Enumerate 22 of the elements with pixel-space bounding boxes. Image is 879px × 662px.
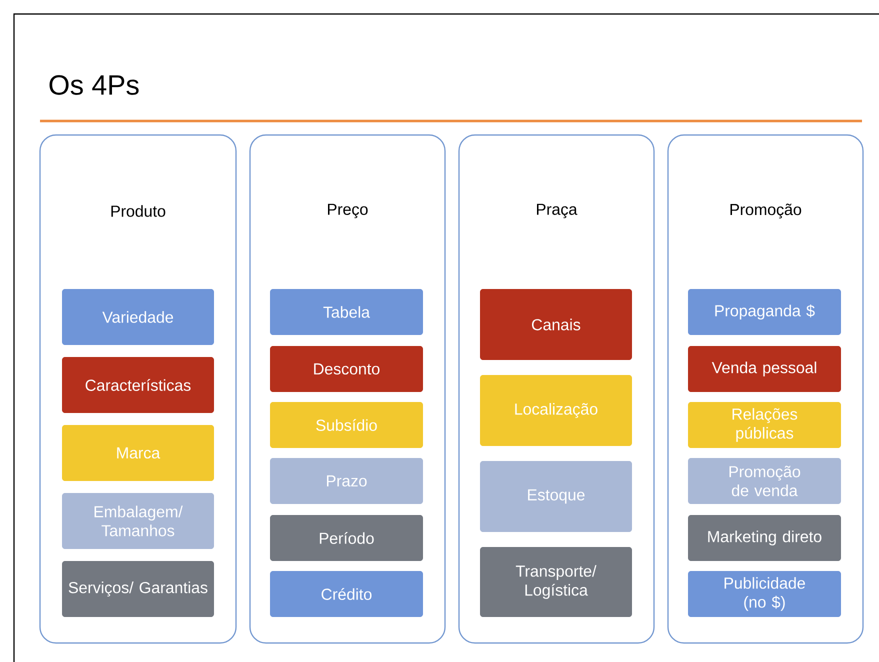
item-box: Marca [62,425,214,481]
item-box: Venda pessoal [688,346,841,392]
item-box: Características [62,357,214,413]
item-box: Período [270,515,423,561]
item-box: Embalagem/ Tamanhos [62,493,214,549]
item-box: Serviços/ Garantias [62,561,214,617]
item-box: Crédito [270,571,423,617]
slide-title: Os 4Ps [50,75,139,95]
item-box: Publicidade (no $) [688,571,841,617]
item-box: Relações públicas [688,402,841,448]
item-box: Propaganda $ [688,289,841,335]
item-box: Canais [480,289,632,360]
item-box: Estoque [480,461,632,532]
item-box: Desconto [270,346,423,392]
item-box: Marketing direto [688,515,841,561]
item-box: Prazo [270,458,423,504]
item-box: Transporte/ Logística [480,547,632,617]
item-box: Subsídio [270,402,423,448]
item-box: Localização [480,375,632,446]
item-box: Promoção de venda [688,458,841,504]
item-box: Tabela [270,289,423,335]
item-box: Variedade [62,289,214,345]
